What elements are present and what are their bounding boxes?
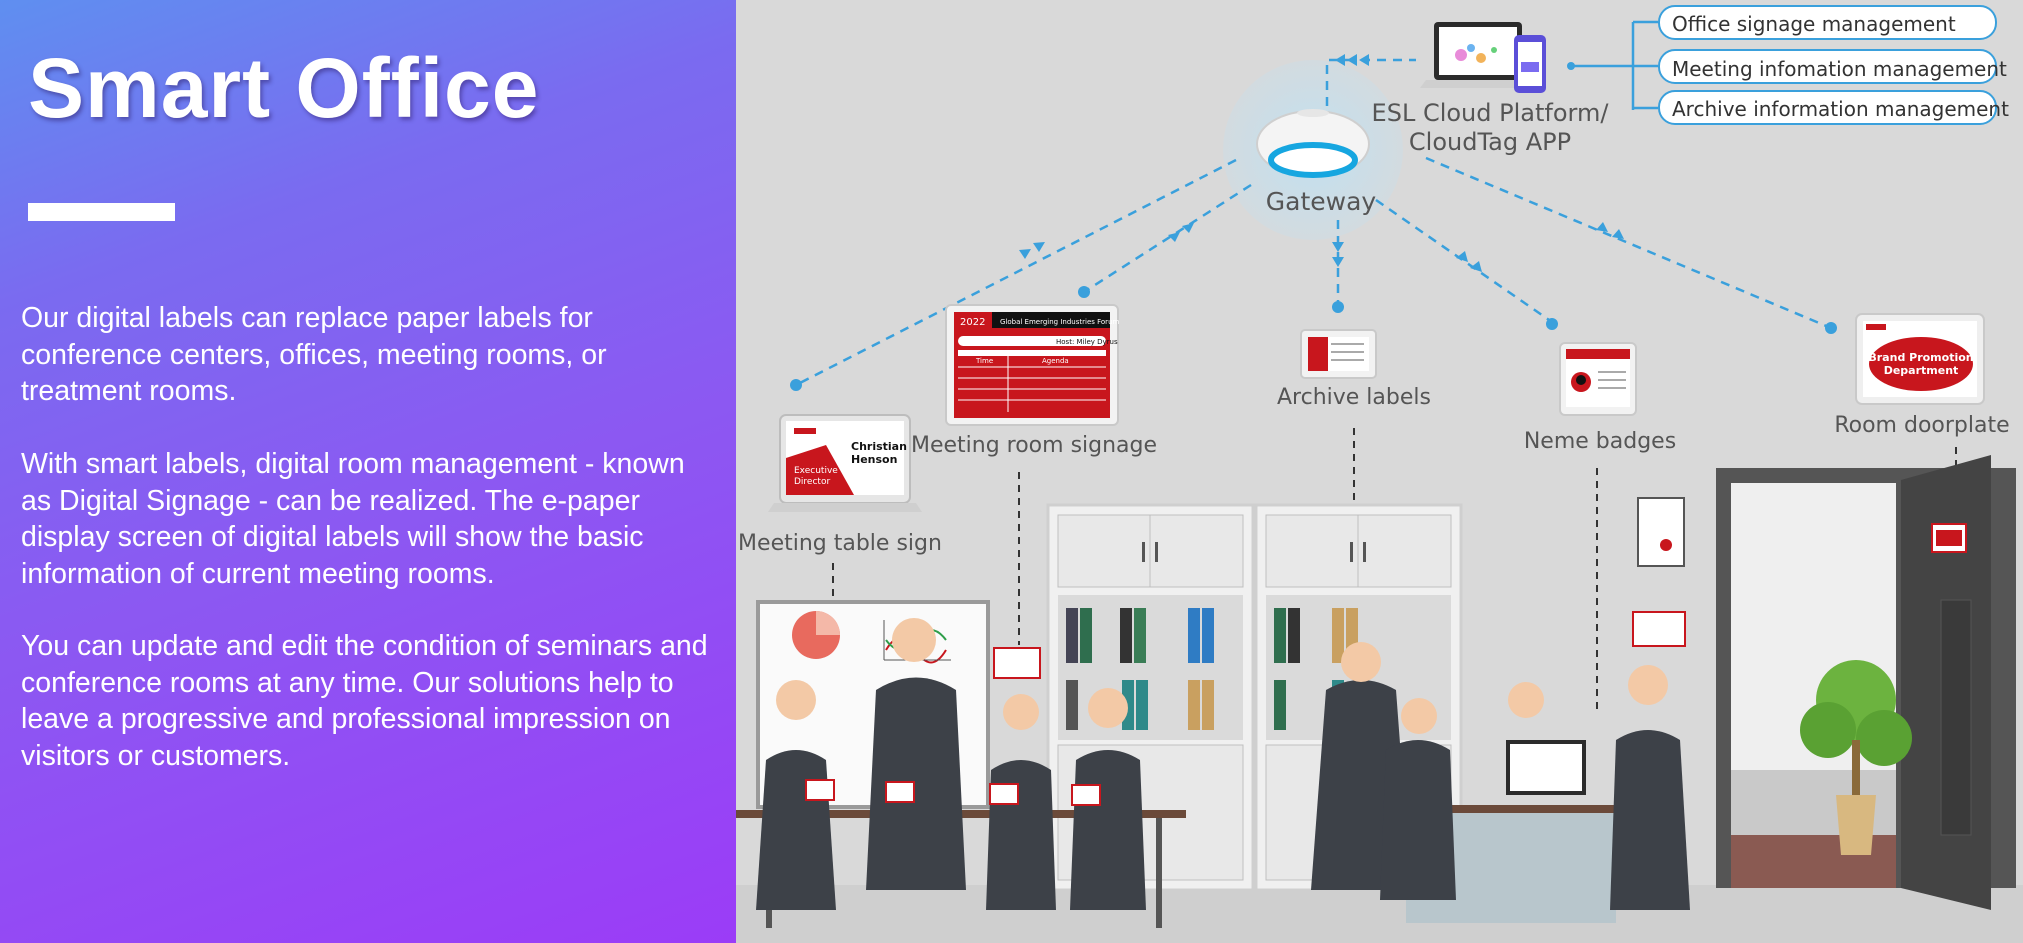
archive-label-device: [1300, 329, 1377, 379]
feature-label-3: Archive information management: [1672, 97, 2009, 121]
paragraph-2: With smart labels, digital room manageme…: [21, 448, 685, 590]
table-sign-device: [768, 414, 922, 512]
meeting-table-sign-label: Meeting table sign: [738, 531, 942, 556]
name-badges-label: Neme badges: [1524, 429, 1676, 454]
table-sign-name-1: Christian: [851, 440, 907, 453]
binders-left: [1066, 608, 1214, 730]
signage-event: Global Emerging Industries Forum: [1000, 318, 1119, 326]
feature-label-2: Meeting infomation management: [1672, 57, 2007, 81]
connection-arrows: [1019, 54, 1624, 272]
signage-col-agenda: Agenda: [1042, 357, 1069, 365]
gateway-device: [1223, 60, 1403, 240]
platform-label-line1: ESL Cloud Platform/: [1372, 99, 1610, 127]
potted-plant: [1800, 660, 1912, 855]
network-diagram: Gateway ESL Cloud Platform/ CloudTag APP: [736, 0, 2023, 943]
doorplate-device: [1855, 313, 1985, 405]
connection-dots: [790, 62, 1837, 391]
gateway-label: Gateway: [1266, 187, 1377, 216]
feature-label-1: Office signage management: [1672, 12, 1956, 36]
people-illustration: [756, 611, 1690, 910]
name-badge-device: [1559, 342, 1637, 416]
meeting-room-signage-label: Meeting room signage: [911, 433, 1157, 458]
phone-icon: [1514, 35, 1546, 93]
archive-labels-label: Archive labels: [1277, 385, 1431, 410]
paragraph-3: You can update and edit the condition of…: [21, 630, 708, 772]
platform-label-line2: CloudTag APP: [1409, 128, 1571, 156]
feature-bracket: [1571, 20, 1658, 110]
signage-col-time: Time: [975, 357, 993, 365]
table-sign-role-2: Director: [794, 477, 830, 487]
intro-panel: Smart Office Our digital labels can repl…: [0, 0, 736, 943]
signage-year: 2022: [960, 317, 985, 328]
feature-pill-1: Office signage management: [1658, 5, 1997, 40]
signage-host: Host: Miley Dyrus: [1056, 338, 1118, 346]
connection-lines: [795, 58, 1832, 387]
cabinet-left: [1046, 503, 1255, 892]
slide-title: Smart Office: [28, 41, 540, 135]
smart-office-illustration: Gateway ESL Cloud Platform/ CloudTag APP: [736, 0, 2023, 943]
paragraph-1: Our digital labels can replace paper lab…: [21, 302, 607, 407]
feature-pill-2: Meeting infomation management: [1658, 49, 2007, 84]
feature-pill-3: Archive information management: [1658, 90, 2009, 125]
room-signage-device: [945, 304, 1119, 426]
laptop-icon: [1420, 22, 1536, 88]
table-sign-name-2: Henson: [851, 453, 897, 466]
room-doorplate-label: Room doorplate: [1834, 413, 2009, 438]
wall-certificate: [1637, 497, 1685, 567]
signage-table-lines: [958, 356, 1106, 412]
title-underline: [28, 203, 175, 221]
doorplate-line-2: Department: [1884, 364, 1959, 377]
floor: [736, 885, 2023, 943]
doorplate-line-1: Brand Promotion: [1868, 351, 1973, 364]
table-sign-role-1: Executive: [794, 466, 838, 476]
